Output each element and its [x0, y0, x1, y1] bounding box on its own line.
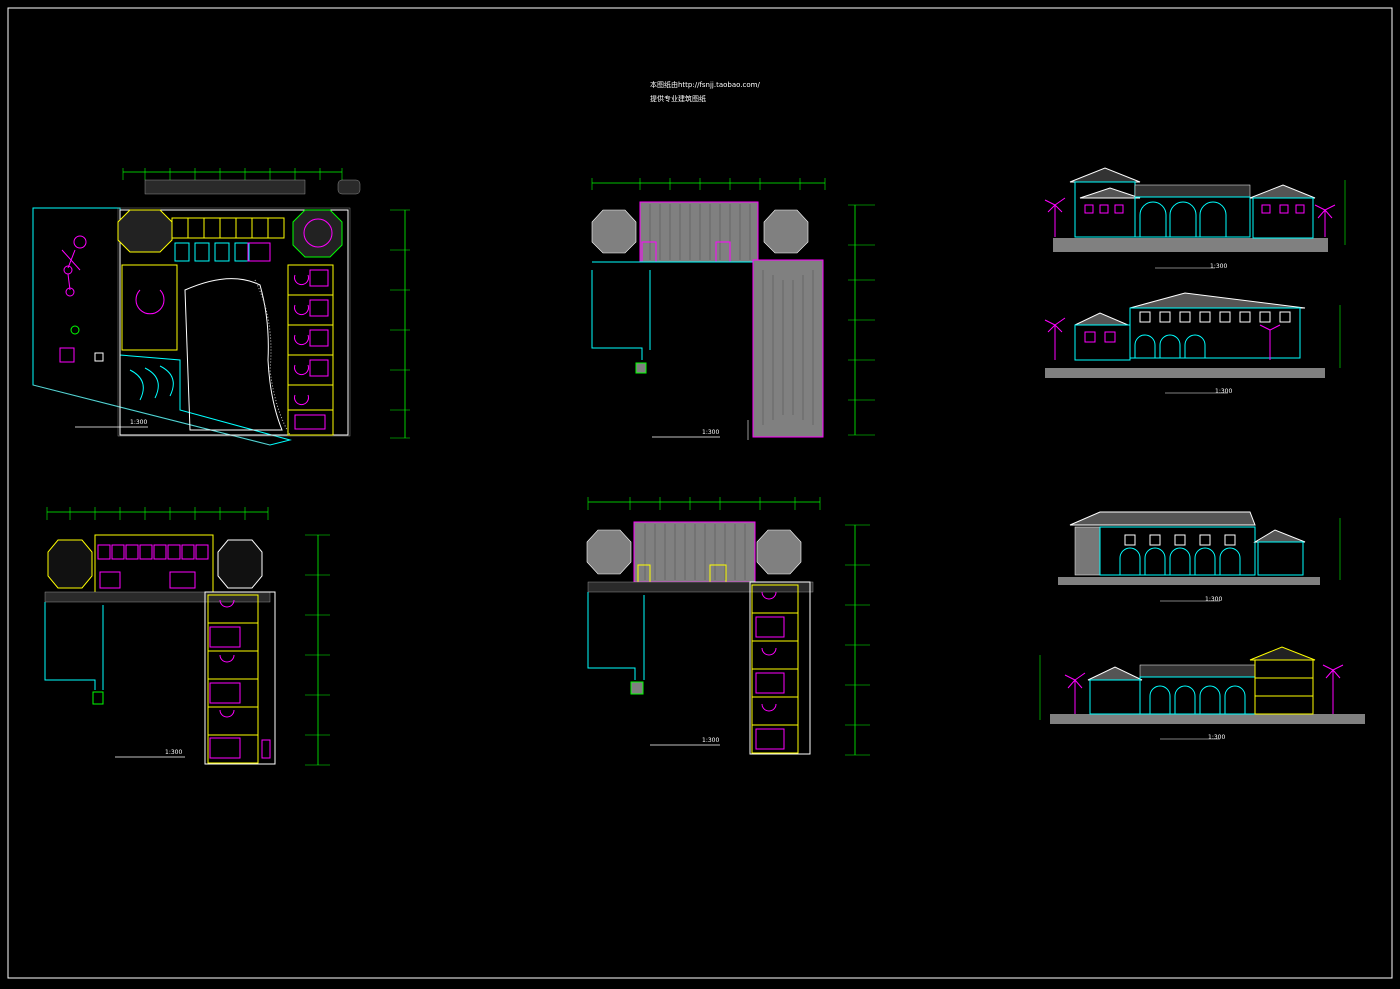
elevation-3: 1:300: [1058, 511, 1341, 603]
elevation-3-scale: 1:300: [1205, 596, 1222, 603]
second-floor-plan: 1:300: [586, 497, 870, 756]
header-line-1: 本图纸由http://fsnjj.taobao.com/: [650, 80, 760, 89]
site-plan-scale: 1:300: [130, 419, 147, 426]
first-floor-scale: 1:300: [165, 749, 182, 756]
sheet-border: [7, 7, 1393, 979]
section-1-scale: 1:300: [1208, 734, 1225, 741]
first-floor-plan: 1:300: [44, 507, 330, 766]
elevation-2: 1:300: [1044, 292, 1341, 395]
section-1: 1:300: [1039, 646, 1365, 741]
elevation-1-scale: 1:300: [1210, 263, 1227, 270]
site-plan: 1:300: [32, 168, 410, 446]
elevation-1: 1:300: [1044, 167, 1346, 270]
roof-plan: 1:300: [591, 178, 875, 440]
elevation-2-scale: 1:300: [1215, 388, 1232, 395]
second-floor-scale: 1:300: [702, 737, 719, 744]
roof-plan-scale: 1:300: [702, 429, 719, 436]
header-line-2: 提供专业建筑图纸: [650, 94, 706, 103]
